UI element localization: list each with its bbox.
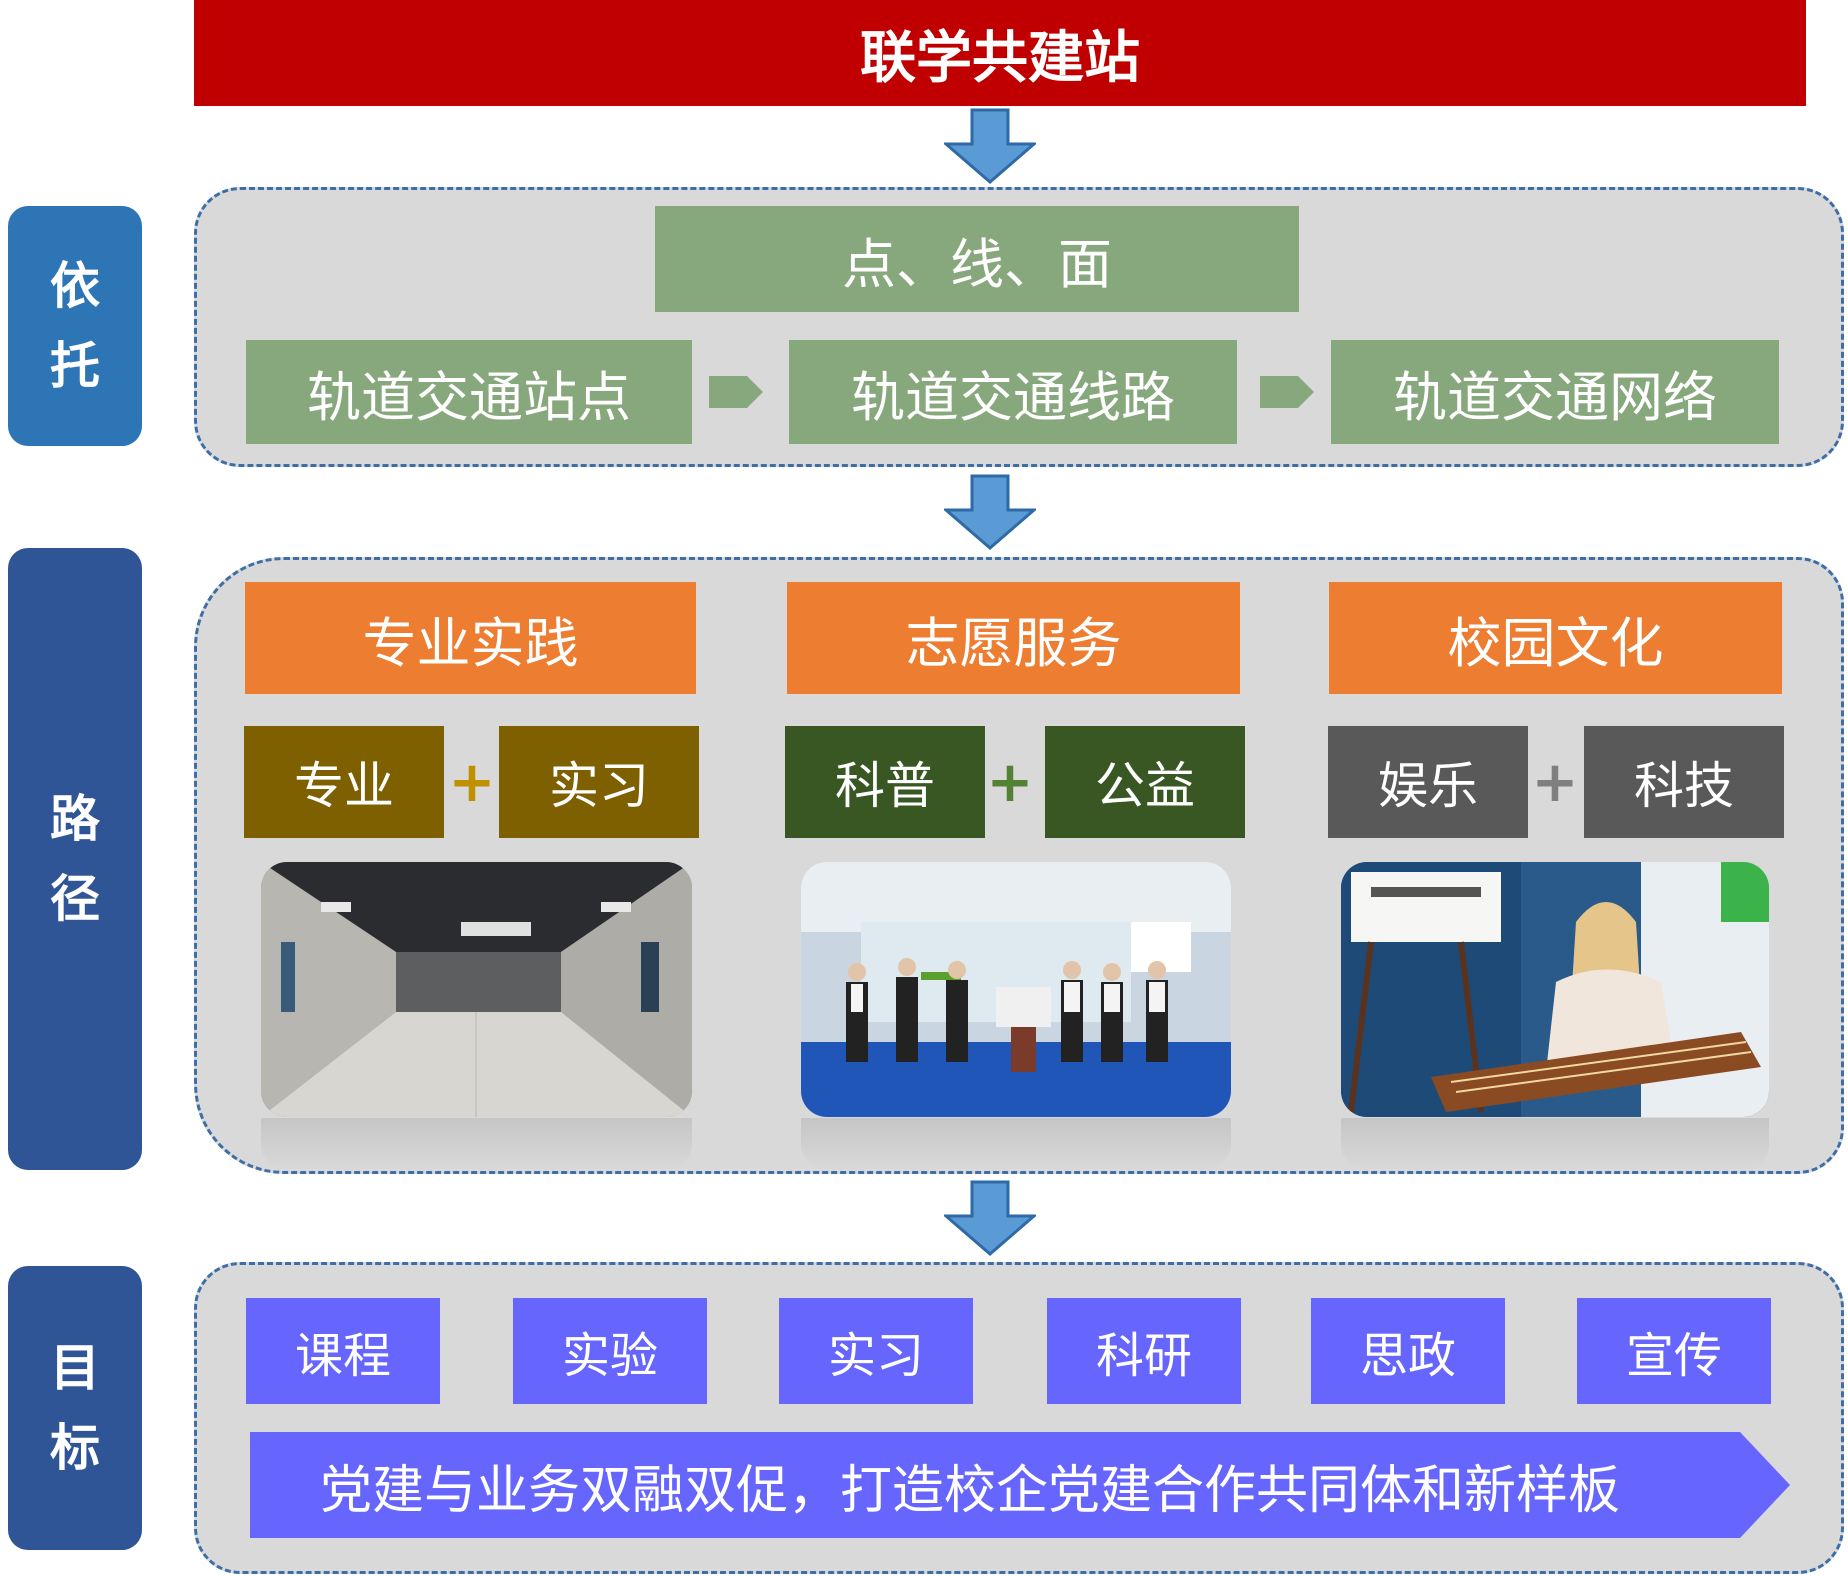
foundation-title: 点、线、面 <box>655 206 1299 312</box>
goal-item-internship: 实习 <box>779 1298 973 1404</box>
side-label-char: 托 <box>50 337 100 395</box>
side-label-mubiao: 目 标 <box>8 1266 142 1550</box>
goal-item-publicity: 宣传 <box>1577 1298 1771 1404</box>
right-arrow-icon <box>1260 376 1314 408</box>
foundation-item-network: 轨道交通网络 <box>1331 340 1779 444</box>
down-arrow-icon <box>944 108 1036 184</box>
path-sub-item: 科普 <box>785 726 985 838</box>
side-label-char: 路 <box>50 790 100 848</box>
path-sub-item: 科技 <box>1584 726 1784 838</box>
right-arrow-icon <box>709 376 763 408</box>
side-label-char: 径 <box>50 870 100 928</box>
goal-item-research: 科研 <box>1047 1298 1241 1404</box>
side-label-lujing: 路 径 <box>8 548 142 1170</box>
goal-item-experiment: 实验 <box>513 1298 707 1404</box>
foundation-item-line: 轨道交通线路 <box>789 340 1237 444</box>
subway-corridor-photo <box>261 862 692 1117</box>
path-header-campus-culture: 校园文化 <box>1329 582 1782 694</box>
foundation-item-station: 轨道交通站点 <box>246 340 692 444</box>
goal-banner-text: 党建与业务双融双促，打造校企党建合作共同体和新样板 <box>319 1460 1620 1521</box>
goal-item-curriculum: 课程 <box>246 1298 440 1404</box>
down-arrow-icon <box>944 474 1036 550</box>
path-sub-item: 实习 <box>499 726 699 838</box>
plus-icon: + <box>448 749 496 815</box>
side-label-char: 目 <box>50 1339 100 1397</box>
side-label-char: 标 <box>50 1419 100 1477</box>
photo-reflection <box>1341 1118 1769 1170</box>
group-ceremony-photo <box>801 862 1231 1117</box>
goal-banner-arrow <box>250 1432 1790 1538</box>
down-arrow-icon <box>944 1180 1036 1256</box>
plus-icon: + <box>986 749 1034 815</box>
side-label-yituo: 依 托 <box>8 206 142 446</box>
path-header-volunteer-service: 志愿服务 <box>787 582 1240 694</box>
side-label-char: 依 <box>50 257 100 315</box>
photo-reflection <box>261 1118 692 1170</box>
goal-item-ideology: 思政 <box>1311 1298 1505 1404</box>
path-header-professional-practice: 专业实践 <box>245 582 696 694</box>
page-title: 联学共建站 <box>194 0 1806 106</box>
path-sub-item: 娱乐 <box>1328 726 1528 838</box>
plus-icon: + <box>1531 749 1579 815</box>
photo-reflection <box>801 1118 1231 1170</box>
path-sub-item: 专业 <box>244 726 444 838</box>
path-sub-item: 公益 <box>1045 726 1245 838</box>
guzheng-performance-photo <box>1341 862 1769 1117</box>
